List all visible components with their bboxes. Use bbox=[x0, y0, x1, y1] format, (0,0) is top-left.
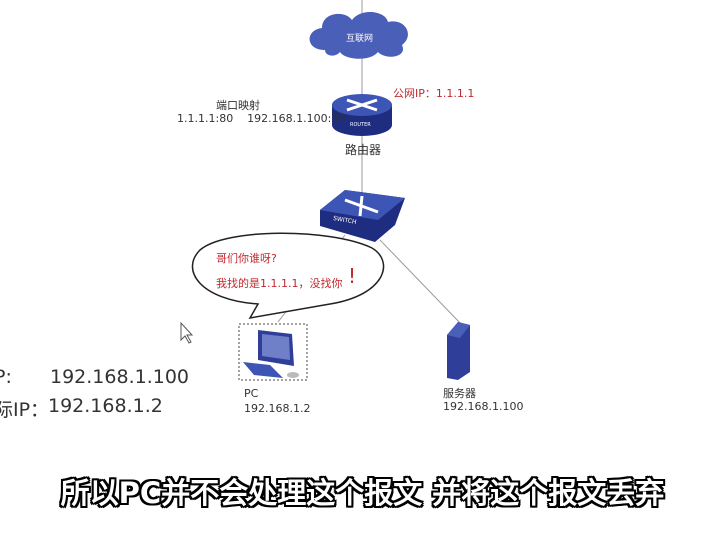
speech-line-2: 我找的是1.1.1.1，没找你 bbox=[216, 277, 343, 290]
speech-exclaim: ! bbox=[348, 264, 357, 288]
left-row1-label: P: bbox=[0, 366, 12, 388]
cloud-label: 互联网 bbox=[346, 34, 374, 44]
link-switch-server bbox=[379, 239, 463, 326]
left-row2-value: 192.168.1.2 bbox=[48, 395, 163, 417]
left-row2-label: 际IP： bbox=[0, 399, 50, 421]
speech-bubble bbox=[191, 232, 385, 320]
pc-name: PC bbox=[244, 387, 259, 400]
mouse-cursor-icon bbox=[180, 321, 194, 344]
router-icon bbox=[332, 94, 392, 136]
router-badge: ROUTER bbox=[350, 122, 371, 128]
port-mapping-rule: 1.1.1.1:80 192.168.1.100:80 bbox=[177, 112, 346, 125]
switch-icon bbox=[320, 190, 405, 242]
server-ip: 192.168.1.100 bbox=[443, 400, 524, 413]
server-name: 服务器 bbox=[443, 387, 476, 400]
speech-line-1: 哥们你谁呀? bbox=[216, 252, 277, 265]
video-subtitle: 所以PC并不会处理这个报文 并将这个报文丢弃 bbox=[60, 476, 665, 510]
port-mapping-title: 端口映射 bbox=[216, 99, 260, 112]
public-ip-label: 公网IP：1.1.1.1 bbox=[393, 87, 475, 100]
router-label: 路由器 bbox=[345, 143, 382, 157]
server-icon bbox=[447, 322, 470, 380]
pc-ip: 192.168.1.2 bbox=[244, 402, 311, 415]
left-row1-value: 192.168.1.100 bbox=[50, 366, 190, 388]
cloud-icon bbox=[309, 11, 408, 59]
pc-icon bbox=[238, 323, 308, 381]
